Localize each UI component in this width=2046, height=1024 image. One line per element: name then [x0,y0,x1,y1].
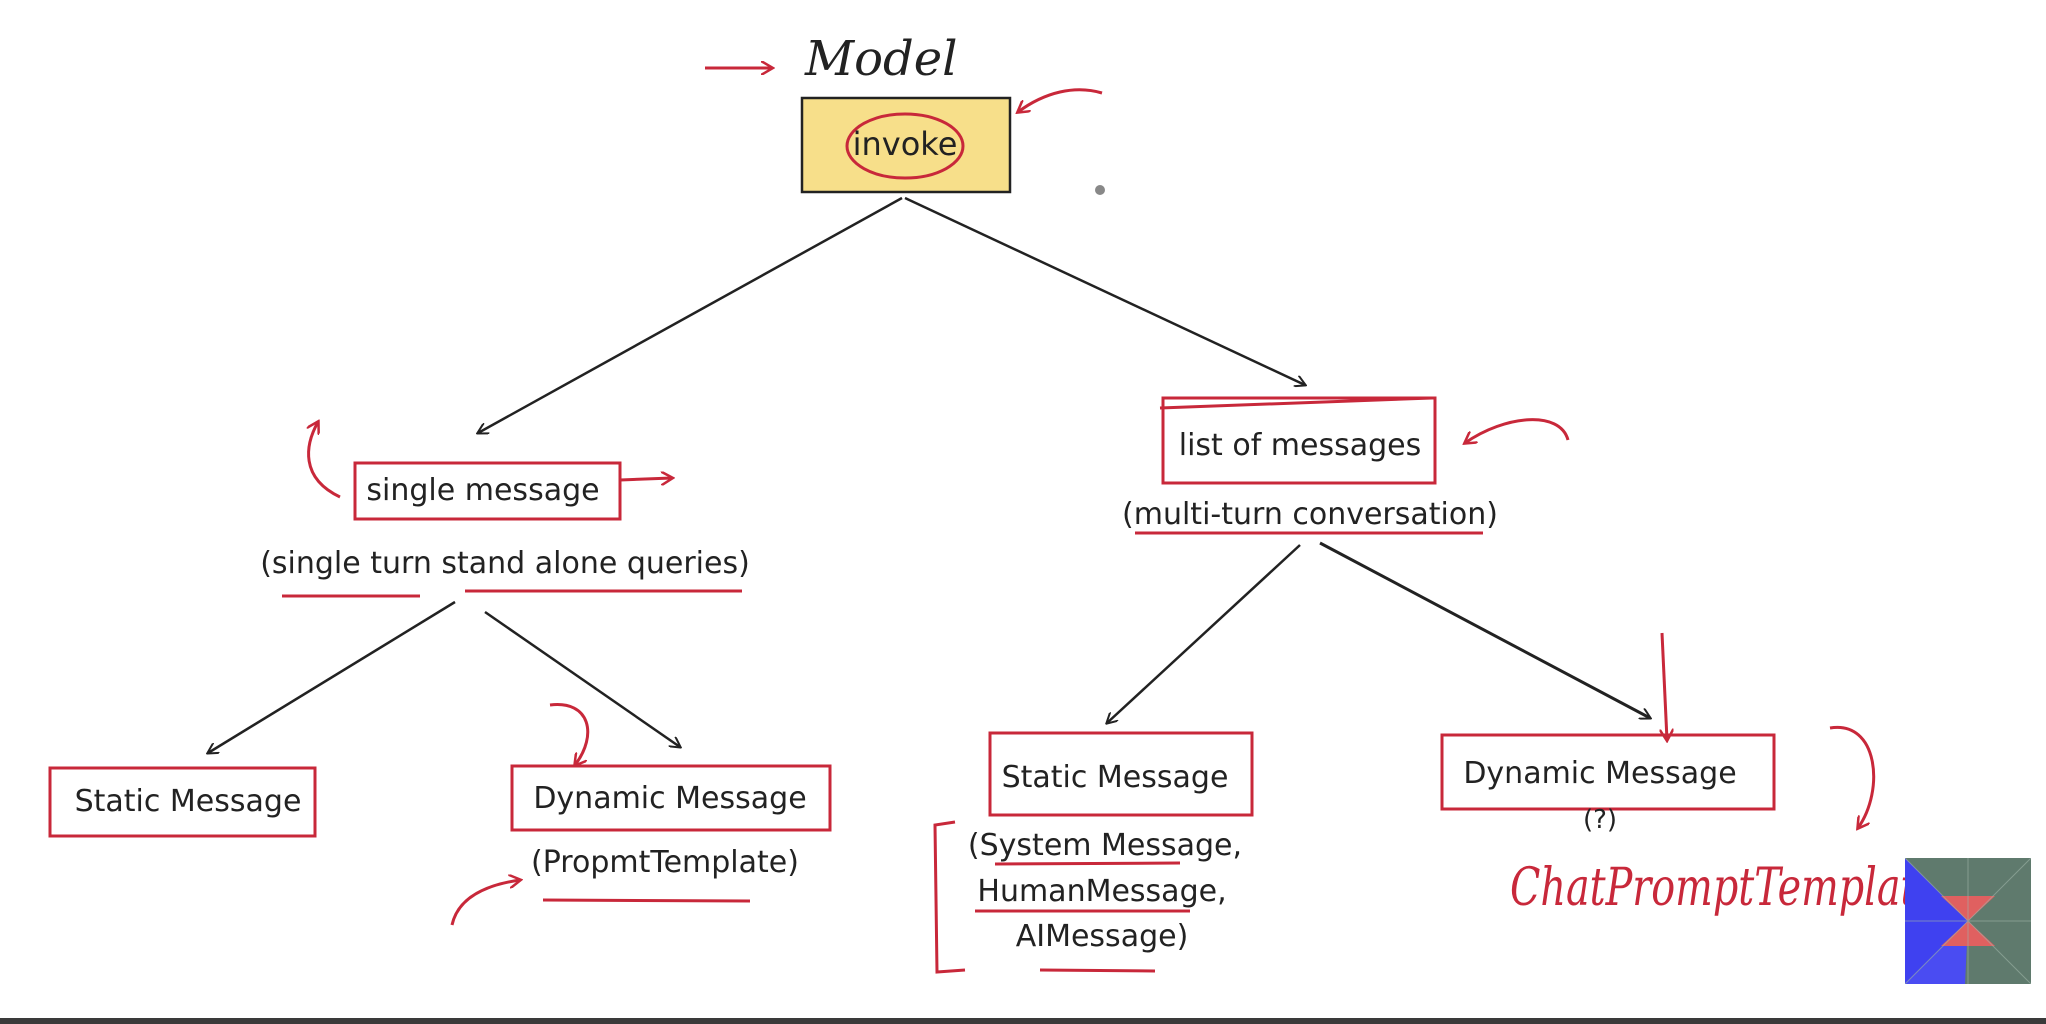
right-static-label: Static Message [1002,760,1229,795]
right-dynamic-annotation: ChatPromptTemplate [1510,858,1940,918]
left-dynamic-label: Dynamic Message [533,781,806,816]
root-arrow-annotation [1018,88,1103,112]
right-dynamic-hook-annotation [1829,725,1876,828]
right-branch-arrow-annotation [1465,418,1570,443]
right-static-note-line-3: AIMessage) [1016,919,1189,954]
right-static-underline-1 [994,861,1181,866]
arrow-root-to-right [904,196,1305,385]
right-branch-subtitle: (multi-turn conversation) [1122,497,1498,532]
left-dynamic-note-arrow-annotation [450,880,520,926]
arrow-left-to-dynamic [484,610,680,747]
root-label: invoke [853,125,958,163]
left-branch-curve-annotation [309,422,341,499]
arrow-root-to-left [478,196,903,433]
right-branch-node: list of messages [1159,396,1437,485]
right-branch-label: list of messages [1179,428,1422,463]
right-static-note-line-2: HumanMessage, [977,874,1226,909]
left-dynamic-note-underline [542,898,751,903]
right-static-bracket [933,820,966,974]
right-branch-overline [1159,396,1433,410]
left-dynamic-hook-annotation [549,703,590,765]
left-dynamic-node: Dynamic Message [510,764,832,832]
right-static-underline-3 [1039,968,1156,973]
arrow-left-to-static [208,600,456,753]
diagram-title: Model [804,31,958,87]
arrow-right-to-static [1107,544,1301,723]
root-node: invoke [800,96,1012,194]
right-dynamic-node: Dynamic Message [1440,733,1776,811]
left-branch-subtitle: (single turn stand alone queries) [260,546,750,581]
left-branch-node: single message [353,461,622,521]
arrow-right-to-dynamic [1319,541,1650,718]
right-dynamic-note: (?) [1583,805,1617,835]
cursor-dot [1095,185,1105,195]
left-dynamic-note: (PropmtTemplate) [531,845,799,880]
left-branch-right-arrow-annotation [619,478,672,480]
right-dynamic-down-arrow-annotation [1662,632,1667,740]
invoke-circle-annotation [845,112,965,180]
left-branch-label: single message [366,473,599,508]
bottom-divider-bar [0,1018,2046,1024]
left-static-label: Static Message [75,784,302,819]
right-static-node: Static Message [988,731,1254,817]
right-dynamic-label: Dynamic Message [1463,756,1736,791]
left-static-node: Static Message [48,766,317,838]
channel-logo-icon [1905,858,2031,984]
right-static-note-line-1: (System Message, [968,828,1242,863]
